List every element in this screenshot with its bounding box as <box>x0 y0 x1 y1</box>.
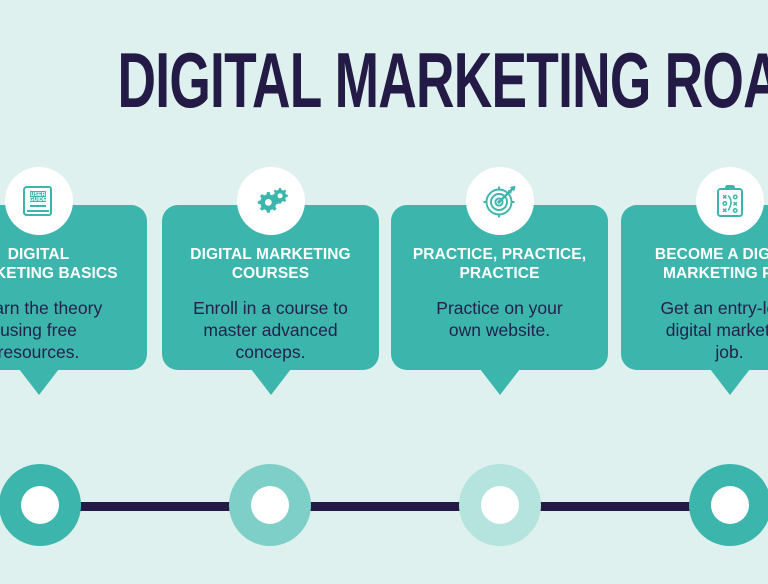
roadmap-step-card-2: DIGITAL MARKETING COURSES Enroll in a co… <box>162 167 379 395</box>
roadmap-step-card-3: PRACTICE, PRACTICE, PRACTICE Practice on… <box>391 167 608 395</box>
timeline-node-1[interactable] <box>0 464 81 546</box>
roadmap-step-card-1: USER GUIDE DIGITAL MARKETING BASICS Lear… <box>0 167 147 395</box>
gears-icon <box>236 167 305 235</box>
page-title-text: DIGITAL MARKETING ROADMAP <box>117 37 768 125</box>
timeline-node-3[interactable] <box>459 464 541 546</box>
card-title: BECOME A DIGITAL MARKETING PRO <box>654 246 768 282</box>
timeline-line-segment-2 <box>300 502 460 511</box>
target-dart-icon <box>465 167 534 235</box>
card-tail <box>18 369 59 395</box>
card-body: DIGITAL MARKETING COURSES Enroll in a co… <box>162 167 379 370</box>
svg-text:USER: USER <box>30 192 45 198</box>
roadmap-timeline <box>0 464 768 546</box>
timeline-node-center <box>21 486 59 524</box>
card-text: Enroll in a course to master advanced co… <box>193 298 348 362</box>
card-title: DIGITAL MARKETING BASICS <box>0 246 118 282</box>
card-text: Get an entry-level digital marketing job… <box>660 298 768 362</box>
card-title: DIGITAL MARKETING COURSES <box>190 246 351 282</box>
roadmap-step-card-4: BECOME A DIGITAL MARKETING PRO Get an en… <box>621 167 768 395</box>
timeline-node-2[interactable] <box>229 464 311 546</box>
page-title: DIGITAL MARKETING ROADMAP <box>0 37 768 125</box>
timeline-node-center <box>711 486 749 524</box>
timeline-line-segment-3 <box>530 502 690 511</box>
card-tail <box>250 369 291 395</box>
card-title: PRACTICE, PRACTICE, PRACTICE <box>412 246 587 282</box>
timeline-node-center <box>481 486 519 524</box>
card-tail <box>709 369 750 395</box>
timeline-node-4[interactable] <box>689 464 768 546</box>
card-body: BECOME A DIGITAL MARKETING PRO Get an en… <box>621 167 768 370</box>
card-body: USER GUIDE DIGITAL MARKETING BASICS Lear… <box>0 167 147 370</box>
timeline-line-segment-1 <box>70 502 230 511</box>
timeline-node-center <box>251 486 289 524</box>
clipboard-strategy-icon <box>695 167 764 235</box>
card-text: Learn the theory using free resources. <box>0 298 103 362</box>
user-guide-book-icon: USER GUIDE <box>4 167 73 235</box>
svg-text:GUIDE: GUIDE <box>29 197 46 203</box>
card-body: PRACTICE, PRACTICE, PRACTICE Practice on… <box>391 167 608 370</box>
card-text: Practice on your own website. <box>436 298 563 340</box>
card-tail <box>479 369 520 395</box>
